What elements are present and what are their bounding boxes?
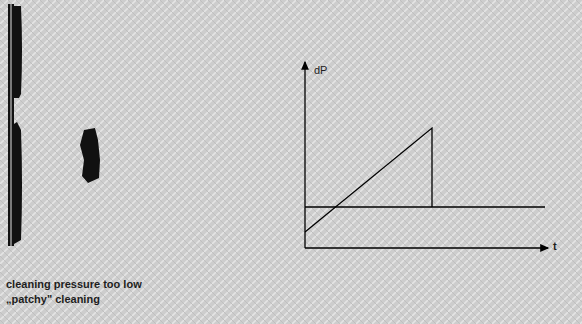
dust-cake-piece	[80, 128, 100, 183]
caption-line: „patchy" cleaning	[6, 293, 100, 305]
axis-label: dP	[314, 64, 327, 76]
axis-label: t	[553, 240, 557, 252]
filter-bag	[8, 4, 22, 246]
caption-line: cleaning pressure too low	[6, 278, 142, 290]
pressure-chart	[305, 62, 548, 248]
